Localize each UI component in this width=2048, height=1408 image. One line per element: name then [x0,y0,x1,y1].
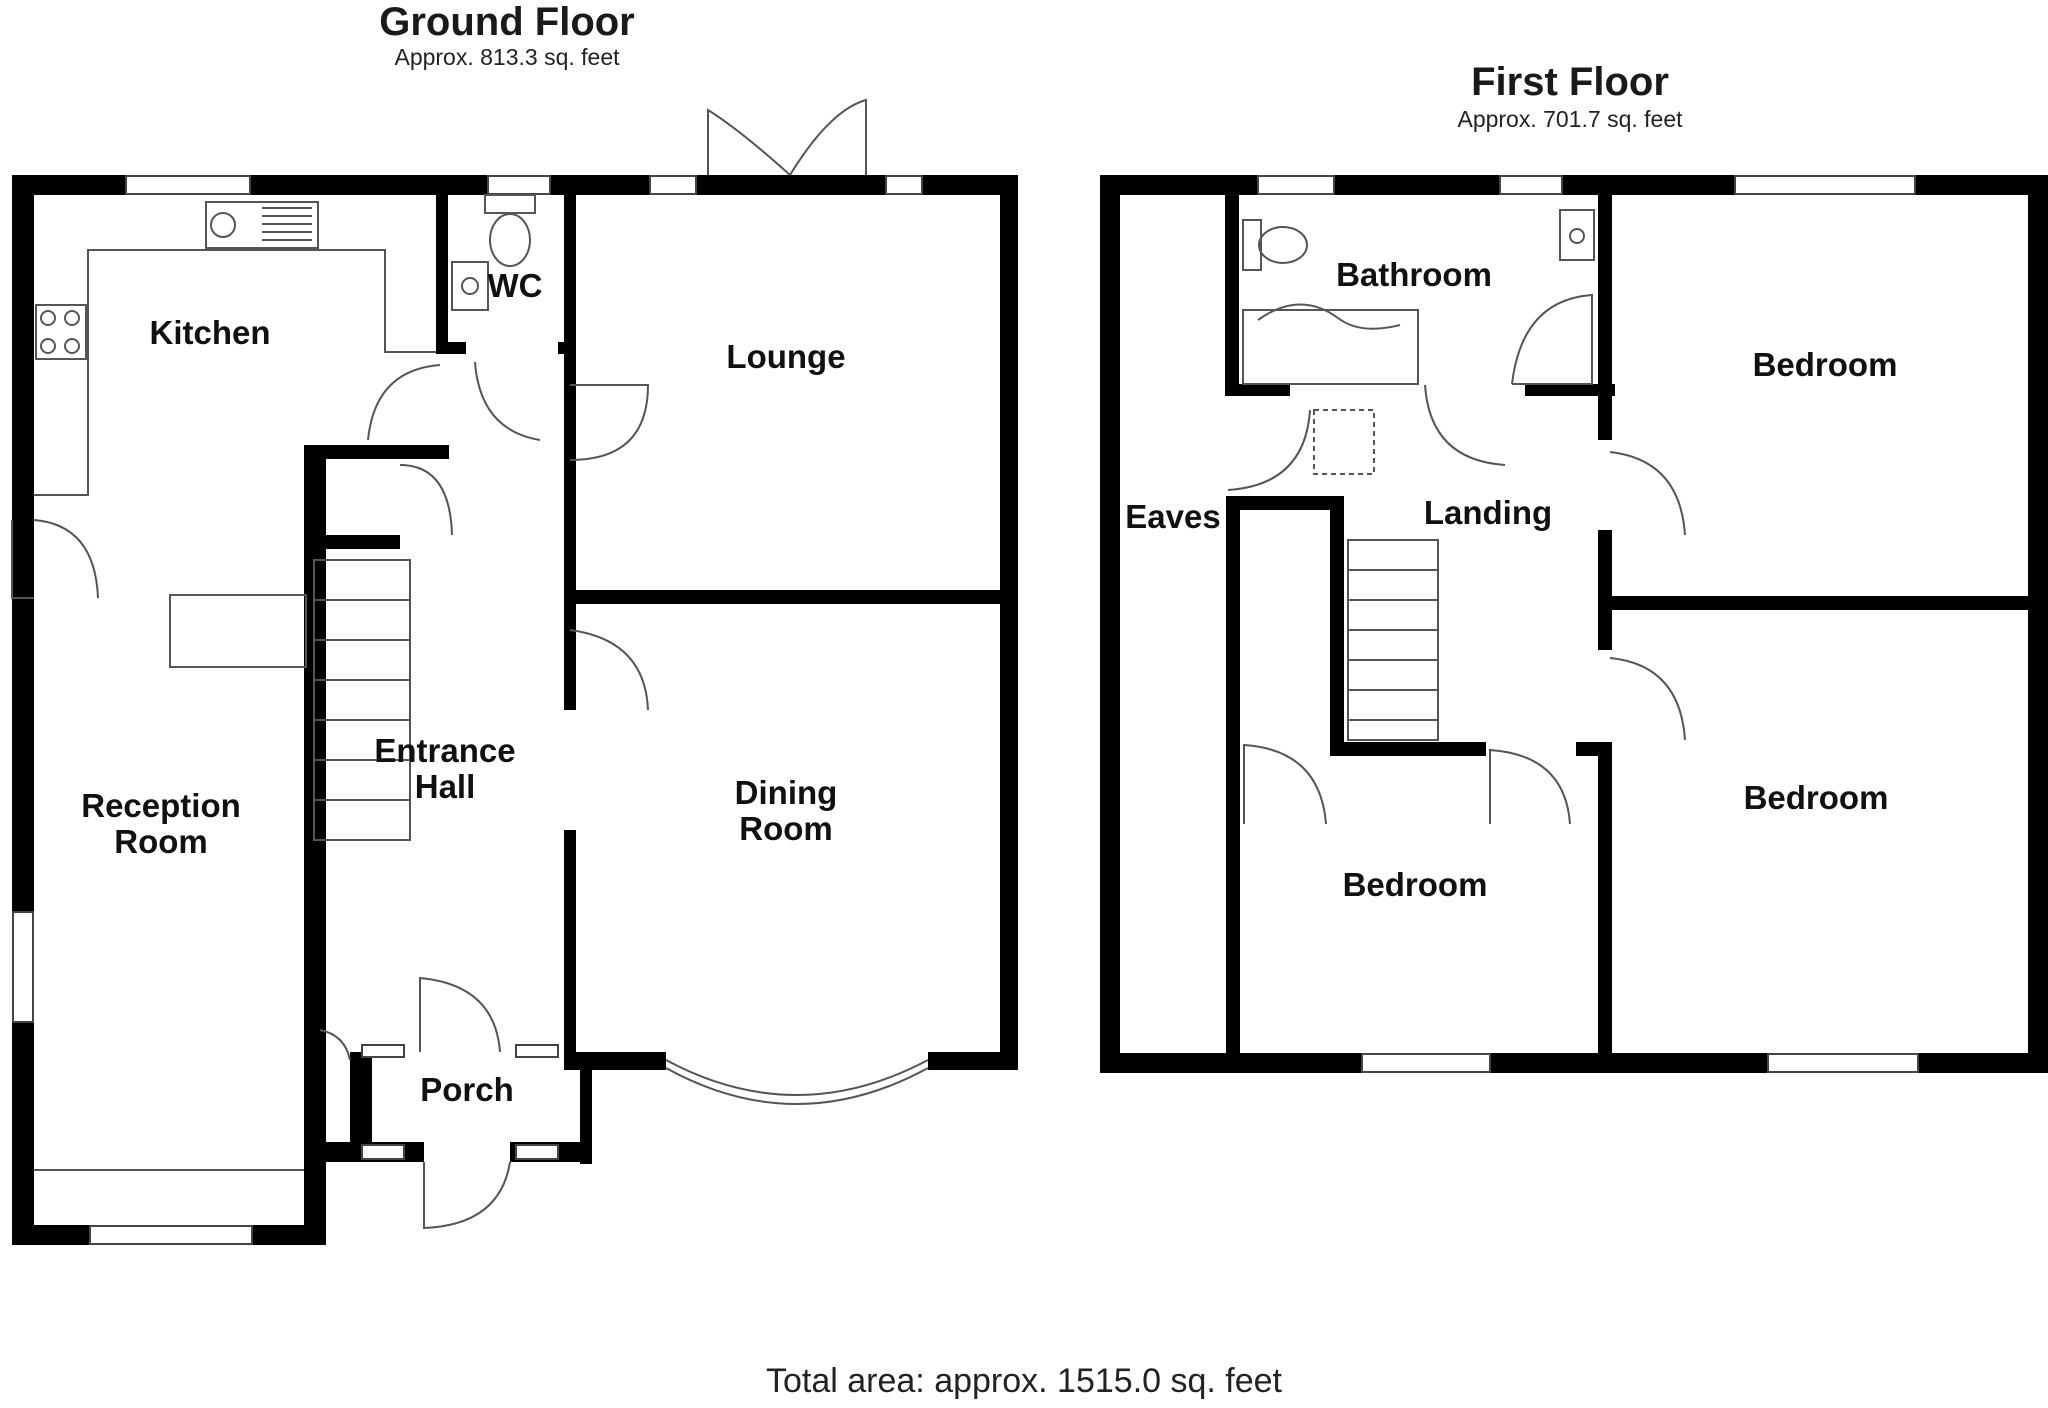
total-area: Total area: approx. 1515.0 sq. feet [765,1362,1283,1400]
room-label-porch: Porch [420,1071,514,1108]
first-floor-doors [1227,384,1686,825]
reception-line-1: Reception [81,787,241,824]
room-label-dining: Dining Room [735,775,838,847]
wc-fixtures [451,194,536,311]
room-label-wc: WC [487,267,543,304]
first-floor-staircase [1347,539,1439,741]
ground-floor-area: Approx. 813.3 sq. feet [394,44,620,70]
bathroom-fixtures [1242,209,1595,475]
ground-floor-windows [12,175,923,1245]
room-label-bedroom-top-right: Bedroom [1752,346,1898,383]
reception-line-2: Room [114,823,208,860]
room-label-bedroom-bottom-middle: Bedroom [1342,866,1488,903]
room-label-landing: Landing [1423,494,1553,531]
first-floor-windows [1257,175,1919,1073]
dining-line-1: Dining [734,774,838,811]
hall-line-2: Hall [414,768,476,805]
first-floor-title: First Floor [1471,60,1669,104]
ground-floor-plan [11,98,1018,1245]
ground-floor-title: Ground Floor [379,0,635,44]
first-floor-area: Approx. 701.7 sq. feet [1457,106,1683,132]
dining-line-2: Room [739,810,833,847]
room-label-bedroom-bottom-right: Bedroom [1743,779,1889,816]
room-label-kitchen: Kitchen [149,314,271,351]
room-label-eaves: Eaves [1125,498,1221,535]
room-label-reception: Reception Room [81,788,241,860]
room-label-entrance-hall: Entrance Hall [374,733,515,805]
room-label-lounge: Lounge [726,338,846,375]
kitchen-worktops [34,201,436,496]
ground-floor-doors [11,98,929,1230]
hall-line-1: Entrance [374,732,516,769]
first-floor-plan [1100,175,2048,1073]
room-label-bathroom: Bathroom [1336,256,1492,293]
ground-floor-staircase [34,559,411,1171]
